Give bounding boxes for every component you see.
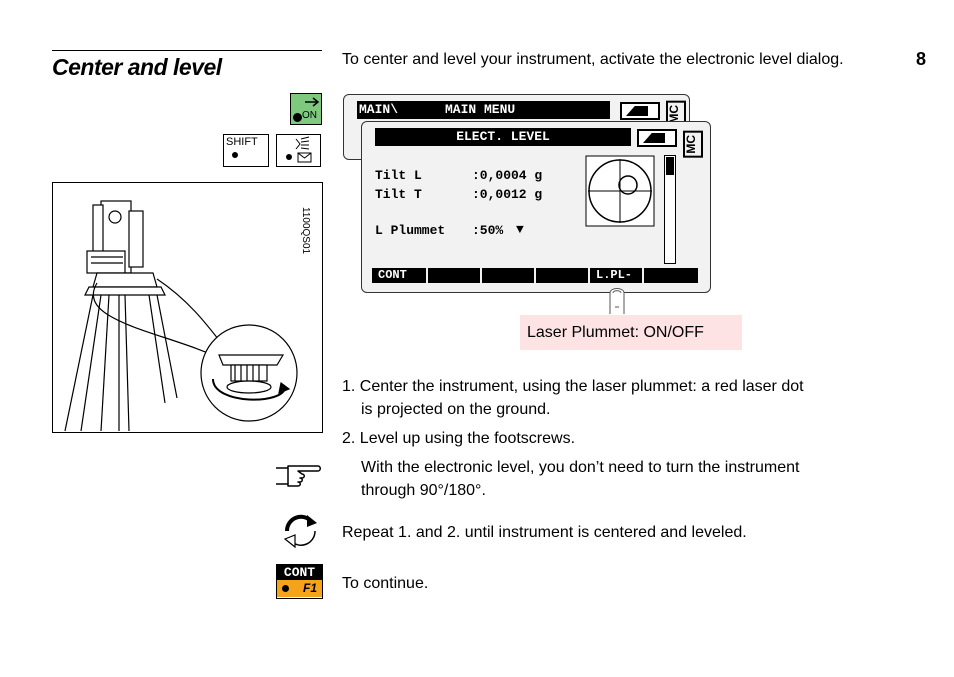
cont-f1-key[interactable]: CONT F1 (276, 564, 323, 599)
elect-level-titlebar: ELECT. LEVEL (375, 128, 631, 146)
plummet-arrow[interactable]: ▼ (516, 222, 524, 237)
arrow-right-icon (305, 97, 320, 107)
section-title: Center and level (52, 54, 222, 80)
shift-led-icon (232, 152, 238, 158)
on-led-icon (293, 113, 302, 122)
softkey-cont[interactable]: CONT (372, 268, 426, 283)
continue-text: To continue. (342, 575, 429, 592)
illumination-key[interactable] (276, 134, 321, 167)
note-line-2: through 90°/180°. (361, 482, 486, 499)
main-menu-path: MAIN\ (359, 102, 399, 117)
on-key[interactable]: ON (290, 93, 322, 125)
elect-level-title: ELECT. LEVEL (456, 129, 550, 144)
f1-led-icon (282, 585, 289, 592)
on-label: ON (302, 110, 317, 121)
step-2: 2. Level up using the footscrews. (342, 430, 576, 447)
illustration-code: 1100QS01 (300, 207, 311, 255)
tilt-t-label: Tilt T (375, 187, 422, 202)
shift-label: SHIFT (226, 136, 258, 148)
step-1-line-1: 1. Center the instrument, using the lase… (342, 378, 804, 395)
tilt-t-value: :0,0012 g (472, 187, 543, 202)
f1-label: F1 (303, 581, 318, 595)
section-rule (52, 50, 322, 51)
electronic-level-screen: ELECT. LEVEL MC Tilt L :0,0004 g Tilt T … (361, 121, 711, 293)
plummet-value: :50% (472, 223, 504, 238)
softkey-laser-plummet[interactable]: L.PL- (590, 268, 642, 283)
cont-key-label: CONT (277, 565, 322, 580)
mode-mc-indicator: MC (683, 131, 703, 158)
plummet-intensity-bar (664, 155, 676, 264)
repeat-cycle-icon (283, 514, 317, 549)
page-number: 8 (916, 49, 927, 69)
main-menu-titlebar: MAIN\ MAIN MENU (357, 101, 610, 119)
instrument-illustration: 1100QS01 (52, 182, 323, 433)
tilt-l-label: Tilt L (375, 168, 422, 183)
main-menu-title: MAIN MENU (445, 102, 516, 117)
softkey-f2[interactable] (428, 268, 480, 283)
softkey-f4[interactable] (536, 268, 588, 283)
battery-icon-front (637, 129, 677, 147)
laser-plummet-callout: Laser Plummet: ON/OFF (520, 315, 742, 350)
softkey-f6[interactable] (644, 268, 698, 283)
repeat-text: Repeat 1. and 2. until instrument is cen… (342, 524, 747, 541)
finger-pointer-icon (609, 288, 625, 314)
softkey-f3[interactable] (482, 268, 534, 283)
illumination-icon (286, 136, 312, 163)
bubble-level-display (585, 155, 655, 227)
battery-icon (620, 102, 660, 120)
pointing-hand-icon (276, 465, 321, 487)
tilt-l-value: :0,0004 g (472, 168, 543, 183)
tripod-footscrew-drawing: 1100QS01 (64, 200, 311, 432)
shift-key[interactable]: SHIFT (223, 134, 269, 167)
plummet-label: L Plummet (375, 223, 446, 238)
note-line-1: With the electronic level, you don’t nee… (361, 459, 800, 476)
intro-text: To center and level your instrument, act… (342, 51, 844, 68)
step-1-line-2: is projected on the ground. (361, 401, 551, 418)
f1-key-strip: F1 (277, 580, 322, 597)
